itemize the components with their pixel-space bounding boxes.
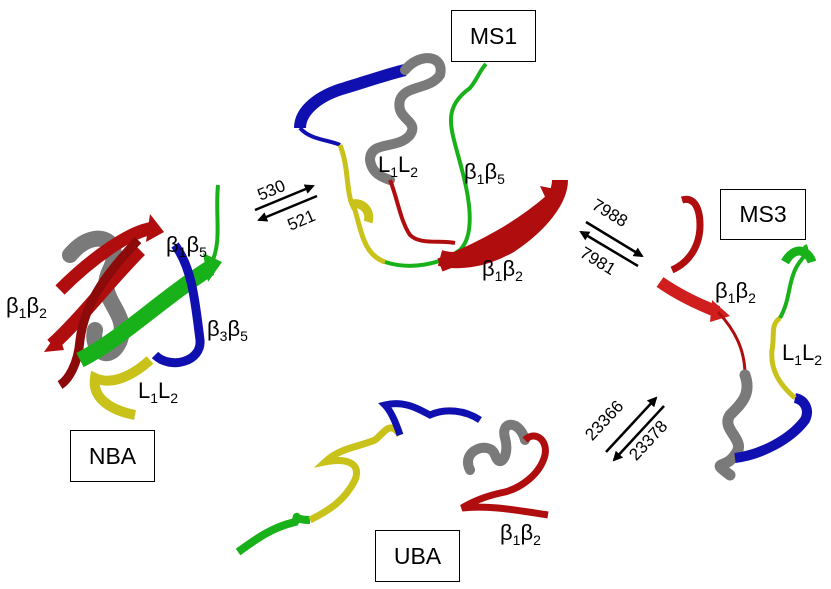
ms3-green-tip bbox=[781, 246, 817, 265]
nba-green-arrowhead bbox=[203, 253, 222, 282]
uba-green-strand bbox=[235, 512, 311, 556]
nba-blue-strand bbox=[151, 242, 205, 368]
state-box-nba: NBA bbox=[70, 430, 155, 482]
ms1-blue-loop bbox=[298, 126, 341, 147]
ms1-label-b1b2: β1β2 bbox=[482, 256, 523, 284]
ms3-red-loop bbox=[716, 310, 747, 376]
uba-red-strand bbox=[460, 432, 549, 519]
ms1-green-strand bbox=[384, 62, 488, 268]
arrow-uba-to-ms3 bbox=[605, 396, 658, 453]
nba-label-l1l2: L1L2 bbox=[138, 378, 179, 406]
arrow-ms1-to-nba bbox=[257, 194, 318, 222]
ms3-helix bbox=[714, 369, 753, 481]
uba-helix bbox=[463, 419, 530, 475]
ms1-red-loop bbox=[388, 179, 456, 245]
arrow-ms3-to-ms1 bbox=[579, 230, 639, 268]
arrow-nba-to-ms1 bbox=[254, 184, 315, 212]
nba-label-b3b5: β3β5 bbox=[207, 316, 248, 344]
nba-yellow-loop bbox=[89, 356, 154, 420]
state-label-nba: NBA bbox=[88, 442, 137, 469]
ms1-label-l1l2: L1L2 bbox=[378, 152, 419, 180]
nba-red-strand-3 bbox=[57, 236, 142, 389]
nba-label-b1b5: β1β5 bbox=[166, 232, 207, 260]
nba-red-strand-1 bbox=[55, 221, 157, 295]
ms1-yellow-loop bbox=[337, 144, 386, 265]
state-box-ms1: MS1 bbox=[451, 10, 536, 62]
state-label-ms3: MS3 bbox=[739, 201, 787, 227]
ms3-blue-strand bbox=[734, 393, 812, 463]
state-box-uba: UBA bbox=[375, 530, 460, 582]
nba-label-b1b2: β1β2 bbox=[6, 293, 47, 321]
ms1-helix bbox=[364, 53, 446, 185]
nba-red-arrowhead-2 bbox=[44, 332, 64, 352]
state-box-ms3: MS3 bbox=[720, 189, 806, 240]
nba-structure bbox=[44, 184, 222, 420]
uba-yellow-loop bbox=[308, 424, 403, 524]
uba-blue-strand bbox=[378, 400, 482, 437]
ms3-label-b1b2: β1β2 bbox=[715, 278, 756, 306]
ms3-label-l1l2: L1L2 bbox=[782, 340, 823, 368]
ms1-label-b1b5: β1β5 bbox=[464, 159, 505, 187]
ms3-structure bbox=[656, 195, 817, 481]
ms3-red-strand bbox=[656, 277, 721, 318]
ms1-yellow-helix bbox=[347, 199, 374, 224]
arrows-ms3-uba bbox=[605, 396, 665, 462]
ms3-red-top bbox=[670, 195, 704, 274]
nba-green-tail bbox=[210, 184, 220, 263]
state-label-ms1: MS1 bbox=[469, 22, 518, 49]
ms3-yellow-loop bbox=[769, 315, 797, 400]
ms1-red-strand-2 bbox=[437, 179, 568, 269]
arrows-nba-ms1 bbox=[254, 184, 318, 222]
ms3-red-arrowhead bbox=[710, 300, 730, 322]
nba-red-arrowhead-1 bbox=[146, 214, 164, 242]
uba-label-b1b2: β1β2 bbox=[500, 520, 541, 548]
uba-structure bbox=[235, 400, 549, 556]
state-label-uba: UBA bbox=[393, 542, 442, 569]
arrows-ms1-ms3 bbox=[579, 220, 644, 268]
arrow-ms1-to-ms3 bbox=[585, 220, 644, 258]
ms1-structure bbox=[294, 53, 568, 272]
ms1-blue-strand bbox=[294, 64, 407, 129]
arrow-ms3-to-uba bbox=[612, 405, 665, 462]
